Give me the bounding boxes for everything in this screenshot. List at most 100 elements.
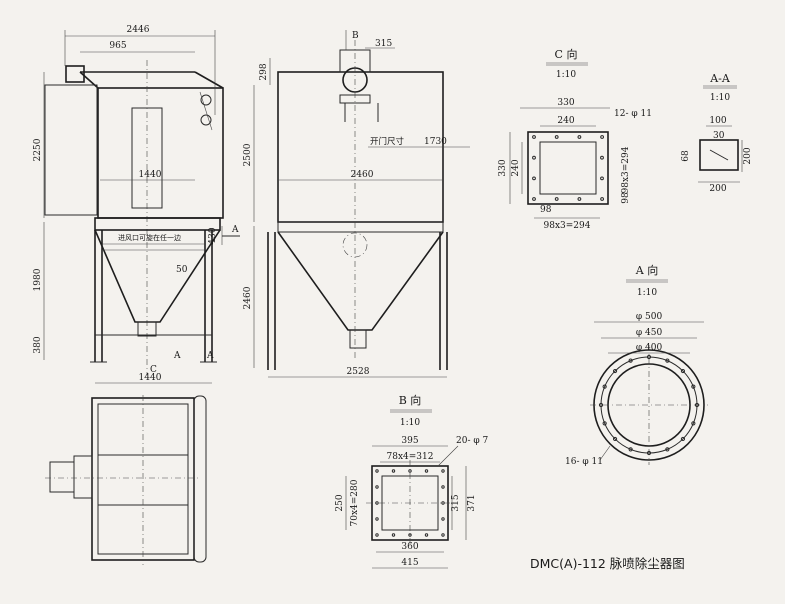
c-pitch-h: 98x3=294 <box>544 221 591 231</box>
dim-h-top: 298 <box>259 63 269 80</box>
b-h-outer: 371 <box>467 494 477 511</box>
bolt-hole <box>680 436 686 442</box>
dim-w-base: 2528 <box>347 367 370 377</box>
dim-h-leg: 380 <box>33 336 43 353</box>
c-h-inner: 240 <box>511 159 521 176</box>
a-view: A 向 1:10 φ 500 φ 450 φ 400 16- φ 11 <box>565 263 708 467</box>
b-view: B 向 1:10 395 78x4=312 20- φ 7 250 70x4=2… <box>335 393 489 569</box>
top-hood-line <box>79 71 99 89</box>
b-pitch-h: 78x4=312 <box>387 452 434 462</box>
bolt-hole <box>532 176 536 181</box>
valve-icon <box>200 94 212 106</box>
aa-w-bottom: 200 <box>709 184 726 194</box>
bolt-hole <box>628 447 633 452</box>
bolt-hole <box>375 533 379 537</box>
bolt-hole <box>532 197 536 201</box>
bolt-hole <box>408 533 412 537</box>
bolt-hole <box>375 485 379 489</box>
c-d2: 98 <box>540 205 552 215</box>
valve-rod <box>199 91 213 131</box>
rail <box>193 395 207 563</box>
bolt-hole <box>577 197 582 201</box>
bolt-hole <box>665 447 670 452</box>
a-d-mid: φ 450 <box>636 328 663 338</box>
side-outlet <box>349 329 367 349</box>
bolt-hole <box>598 402 604 408</box>
bolt-holes <box>375 135 700 537</box>
a-flange-outer <box>593 349 705 461</box>
c-view-scale: 1:10 <box>556 70 576 80</box>
inlet-note: 进风口可旋在任一边 <box>118 233 181 242</box>
b-w-bottom: 415 <box>401 558 418 568</box>
aa-hatch <box>709 149 729 161</box>
bolt-hole <box>391 533 396 537</box>
mark-a3: A <box>206 351 214 361</box>
c-d1: 98 <box>621 192 631 204</box>
mark-a2: A <box>173 351 181 361</box>
aa-w-top: 100 <box>709 116 726 126</box>
door-label: 开门尺寸 <box>370 136 405 147</box>
plan-view <box>45 395 207 565</box>
bolt-hole <box>391 469 396 473</box>
bolt-hole <box>441 533 445 537</box>
side-band <box>277 221 444 233</box>
dim-w-base: 1440 <box>139 373 162 383</box>
bolt-hole <box>612 368 618 374</box>
dim-h-lower: 2460 <box>243 286 253 309</box>
b-holes: 20- φ 7 <box>456 436 489 446</box>
bolt-hole <box>408 469 412 473</box>
bolt-hole <box>577 135 582 139</box>
a-d-inner: φ 400 <box>636 343 663 353</box>
outlet <box>137 321 157 337</box>
c-holes: 12- φ 11 <box>614 109 652 119</box>
bolt-hole <box>646 450 652 456</box>
c-view-title: C 向 <box>555 47 578 61</box>
dim-w-overall: 2446 <box>127 25 150 35</box>
fan-housing <box>49 461 75 493</box>
c-flange-inner <box>539 141 597 195</box>
a-view-scale: 1:10 <box>637 288 657 298</box>
aa-view-title: A-A <box>709 72 731 85</box>
b-w-inner: 360 <box>401 542 418 552</box>
bolt-hole <box>665 358 670 363</box>
left-box <box>44 84 98 216</box>
aa-h-left: 68 <box>681 150 691 162</box>
b-h-inner: 315 <box>451 494 461 511</box>
b-view-scale: 1:10 <box>400 418 420 428</box>
bolt-hole <box>691 421 696 426</box>
dim-w-bag: 1440 <box>139 170 162 180</box>
bolt-hole <box>375 501 379 505</box>
bolt-hole <box>600 197 604 201</box>
mark-a1: A <box>231 225 239 235</box>
b-w-outer: 395 <box>401 436 418 446</box>
bolt-hole <box>375 469 379 473</box>
a-holes: 16- φ 11 <box>565 457 603 467</box>
bolt-hole <box>646 354 652 360</box>
b-view-title: B 向 <box>399 393 422 407</box>
mark-b: B <box>352 31 359 41</box>
bolt-hole <box>441 485 445 489</box>
bolt-hole <box>441 517 445 521</box>
bolt-hole <box>441 501 445 505</box>
dim-w-pipe: 315 <box>375 39 392 49</box>
fan-flange <box>73 455 93 499</box>
bolt-hole <box>375 517 379 521</box>
mark-c: C <box>150 365 157 375</box>
drawing-title: DMC(A)-112 脉喷除尘器图 <box>530 556 685 571</box>
c-pitch-v: 98x3=294 <box>621 146 631 193</box>
dim-angle: 50 <box>176 265 188 275</box>
bolt-hole <box>554 135 559 139</box>
c-w-outer: 330 <box>557 98 574 108</box>
aa-section <box>699 139 739 171</box>
side-hopper <box>277 231 444 331</box>
aa-view-scale: 1:10 <box>710 93 730 103</box>
dim-h-inlet: 430 <box>208 227 218 244</box>
dim-door-w: 1730 <box>424 137 447 147</box>
side-view: B 315 298 2500 开门尺寸 1730 2460 2460 2528 <box>243 30 470 378</box>
c-w-inner: 240 <box>557 116 574 126</box>
bolt-hole <box>424 533 429 537</box>
dim-h-upper: 2250 <box>33 138 43 161</box>
bolt-hole <box>602 421 607 426</box>
